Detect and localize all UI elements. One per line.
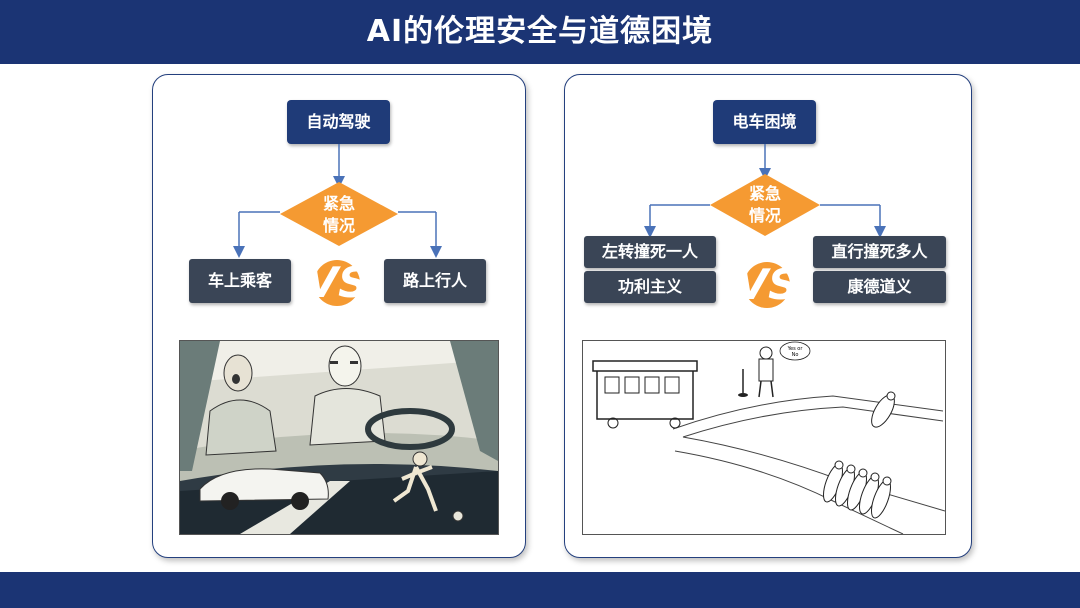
right-flow-connectors [644, 144, 886, 238]
left-vs-label: VS [305, 258, 369, 307]
turn-left-option: 左转撞死一人 [584, 236, 716, 268]
header-bar [0, 0, 1080, 64]
left-diamond-line1: 紧急 [322, 194, 355, 213]
autonomous-driving-box: 自动驾驶 [287, 100, 390, 144]
kantian-ethics-label: 康德道义 [813, 271, 946, 303]
trolley-problem-illustration: Yes or No [582, 340, 946, 535]
go-straight-option: 直行撞死多人 [813, 236, 946, 268]
trolley-problem-box: 电车困境 [713, 100, 816, 144]
right-vs-label: VS [735, 260, 799, 309]
left-emergency-diamond [280, 182, 398, 246]
utilitarianism-label: 功利主义 [584, 271, 716, 303]
pedestrian-option: 路上行人 [384, 259, 486, 303]
left-flow-connectors [233, 144, 442, 258]
bubble-text-line2: No [792, 352, 799, 358]
page-title: AI的伦理安全与道德困境 [366, 14, 714, 49]
right-diamond-line1: 紧急 [748, 184, 781, 203]
right-vs-circle [744, 262, 790, 308]
passenger-option: 车上乘客 [189, 259, 291, 303]
self-driving-car-illustration [179, 340, 499, 535]
right-emergency-diamond [710, 174, 820, 236]
left-diamond-line2: 情况 [322, 216, 355, 235]
bubble-text-line1: Yes or [787, 346, 804, 352]
footer-bar [0, 572, 1080, 608]
left-vs-circle [314, 260, 360, 306]
right-diamond-line2: 情况 [748, 206, 781, 225]
